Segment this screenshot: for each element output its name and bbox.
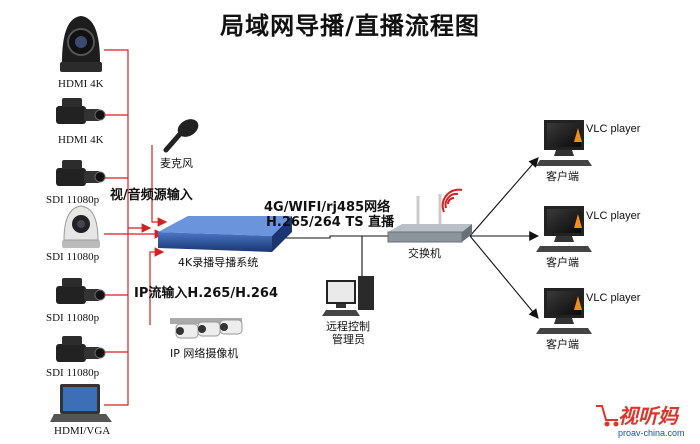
camcorder-icon bbox=[56, 278, 106, 304]
watermark-brand: 视听妈 bbox=[618, 404, 678, 428]
ip-input-label: IP流输入H.265/H.264 bbox=[134, 286, 279, 301]
client-app-label: VLC player bbox=[586, 123, 641, 135]
client-pc-icon bbox=[536, 120, 592, 166]
diagram-title: 局域网导播/直播流程图 bbox=[220, 12, 480, 40]
admin-label: 管理员 bbox=[332, 333, 365, 346]
network-lines bbox=[285, 157, 540, 319]
switch-icon bbox=[387, 194, 472, 243]
client-label: 客户端 bbox=[546, 170, 579, 183]
client-label: 客户端 bbox=[546, 338, 579, 351]
source-label: SDI 11080p bbox=[46, 194, 100, 206]
av-input-label: 视/音频源输入 bbox=[110, 188, 193, 203]
client-app-label: VLC player bbox=[586, 292, 641, 304]
watermark-url: proav-china.com bbox=[618, 428, 685, 438]
input-lines bbox=[104, 49, 168, 406]
ptz-camera-icon bbox=[60, 16, 102, 72]
admin-label: 远程控制 bbox=[326, 320, 370, 333]
client-app-label: VLC player bbox=[586, 210, 641, 222]
laptop-icon bbox=[50, 384, 112, 422]
ip-camera-icon bbox=[170, 318, 243, 339]
camcorder-icon bbox=[56, 160, 106, 186]
mic-label: 麦克风 bbox=[160, 157, 193, 170]
recorder-label: 4K录播导播系统 bbox=[178, 256, 259, 269]
microphone-icon bbox=[163, 119, 199, 153]
network-label: 4G/WIFI/rj485网络 bbox=[264, 200, 391, 215]
camcorder-icon bbox=[56, 336, 106, 362]
client-pc-icon bbox=[536, 206, 592, 252]
stream-label: H.265/264 TS 直播 bbox=[266, 215, 395, 230]
recorder-rack-icon bbox=[158, 216, 292, 252]
wifi-signal-icon bbox=[441, 188, 463, 213]
source-label: SDI 11080p bbox=[46, 251, 100, 263]
admin-pc-icon bbox=[322, 276, 374, 316]
ptz-camera-white-icon bbox=[62, 205, 100, 248]
watermark-cart-icon bbox=[596, 405, 619, 427]
ipcam-label: IP 网络摄像机 bbox=[170, 347, 239, 360]
source-label: HDMI/VGA bbox=[54, 425, 111, 437]
switch-label: 交换机 bbox=[408, 247, 441, 260]
source-label: HDMI 4K bbox=[58, 78, 104, 90]
client-pc-icon bbox=[536, 288, 592, 334]
client-label: 客户端 bbox=[546, 256, 579, 269]
source-label: HDMI 4K bbox=[58, 134, 104, 146]
source-label: SDI 11080p bbox=[46, 312, 100, 324]
source-label: SDI 11080p bbox=[46, 367, 100, 379]
camcorder-icon bbox=[56, 98, 106, 124]
